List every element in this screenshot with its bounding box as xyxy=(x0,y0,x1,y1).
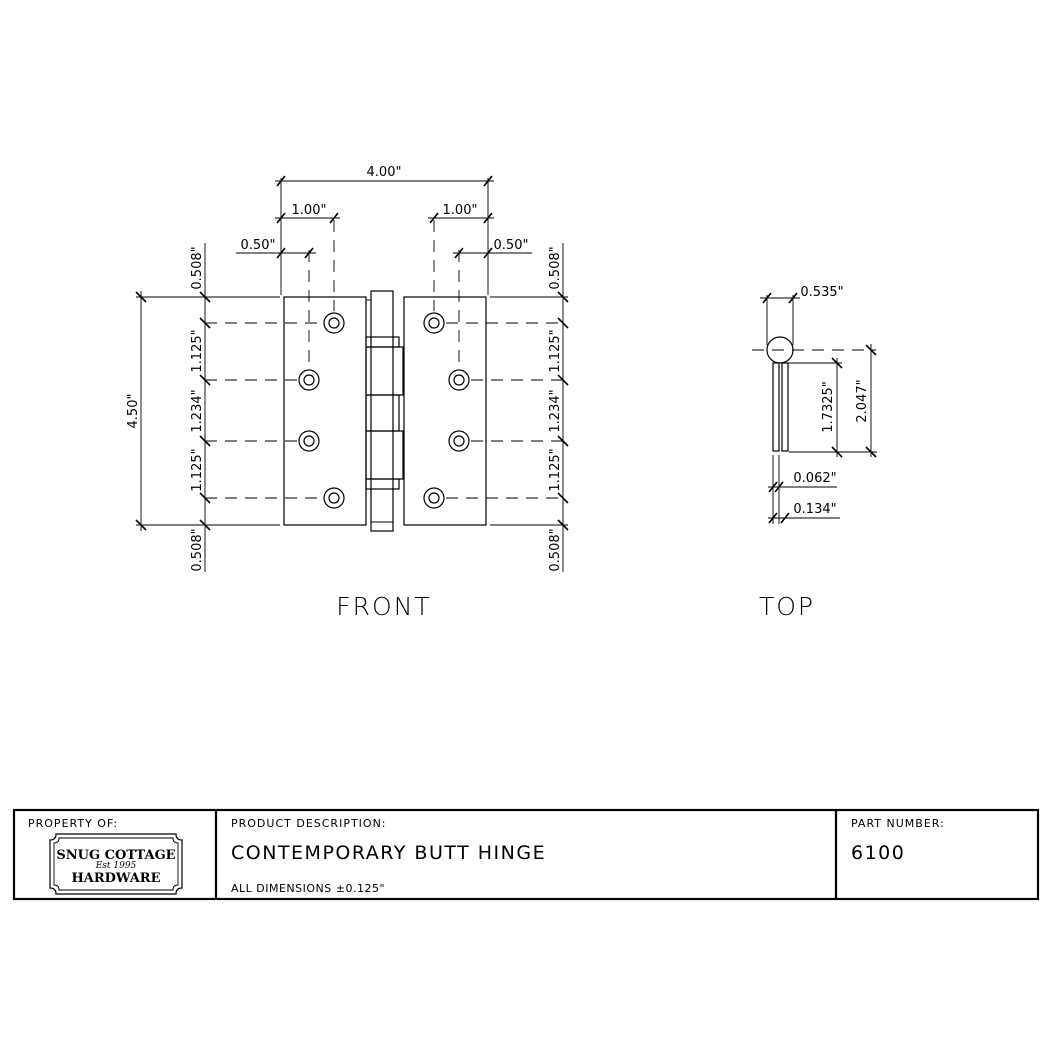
dim-right-chain-5: 0.508" xyxy=(548,528,563,571)
svg-text:HARDWARE: HARDWARE xyxy=(71,871,160,886)
description-label: PRODUCT DESCRIPTION: xyxy=(231,817,387,830)
extension-lines xyxy=(136,178,568,526)
dim-left-chain-2: 1.125" xyxy=(190,329,205,372)
left-leaf xyxy=(283,296,367,526)
part-number: 6100 xyxy=(851,842,905,864)
screw-hole xyxy=(298,369,320,391)
front-view: 4.00" 1.00" 1.00" 0.50" 0.50" 4.50" 0.50… xyxy=(126,165,569,621)
dim-closed-thickness: 0.134" xyxy=(793,502,836,517)
right-leaf xyxy=(403,296,487,526)
top-dimension-lines xyxy=(236,175,532,259)
dim-edge-offset-right: 0.50" xyxy=(494,238,529,253)
dim-overall-width: 4.00" xyxy=(367,165,402,180)
title-block: PROPERTY OF: SNUG COTTAGE Est 1995 HARDW… xyxy=(12,808,1040,901)
leaf-right xyxy=(781,362,789,452)
snug-cottage-logo: SNUG COTTAGE Est 1995 HARDWARE xyxy=(49,833,183,895)
screw-hole xyxy=(423,487,445,509)
hole-vertical-lines xyxy=(308,220,460,368)
screw-hole xyxy=(323,312,345,334)
dim-leaf-thickness: 0.062" xyxy=(793,471,836,486)
dim-right-chain-1: 0.508" xyxy=(548,246,563,289)
dim-hole-offset-left: 1.00" xyxy=(292,203,327,218)
left-dimension-lines xyxy=(135,243,211,572)
svg-text:Est 1995: Est 1995 xyxy=(95,861,137,871)
top-view-label: TOP xyxy=(759,592,815,621)
dim-overall-height: 4.50" xyxy=(126,394,141,429)
dim-edge-offset-left: 0.50" xyxy=(241,238,276,253)
dim-left-chain-3: 1.234" xyxy=(190,389,205,432)
leaf-left xyxy=(772,362,780,452)
part-number-label: PART NUMBER: xyxy=(851,817,945,830)
dim-right-chain-2: 1.125" xyxy=(548,329,563,372)
dim-left-chain-1: 0.508" xyxy=(190,246,205,289)
product-description: CONTEMPORARY BUTT HINGE xyxy=(231,842,546,864)
svg-text:SNUG COTTAGE: SNUG COTTAGE xyxy=(56,848,175,863)
dim-leaf-length: 1.7325" xyxy=(821,381,836,432)
dim-left-chain-4: 1.125" xyxy=(190,448,205,491)
screw-holes xyxy=(298,312,470,509)
front-view-label: FRONT xyxy=(336,592,431,621)
hole-center-lines xyxy=(205,322,566,499)
screw-hole xyxy=(423,312,445,334)
screw-hole xyxy=(298,430,320,452)
dim-left-chain-5: 0.508" xyxy=(190,528,205,571)
screw-hole xyxy=(448,430,470,452)
dim-hole-offset-right: 1.00" xyxy=(443,203,478,218)
dim-right-chain-3: 1.234" xyxy=(548,389,563,432)
right-dimension-lines xyxy=(557,243,569,572)
tolerance-note: ALL DIMENSIONS ±0.125" xyxy=(231,882,385,895)
knuckle-barrel xyxy=(365,290,404,532)
dim-open-width: 2.047" xyxy=(855,379,870,422)
property-label: PROPERTY OF: xyxy=(28,817,118,830)
screw-hole xyxy=(448,369,470,391)
screw-hole xyxy=(323,487,345,509)
top-view: 0.535" 1.7325" 2.047" 0.062" 0.134" TOP xyxy=(752,285,877,621)
dim-right-chain-4: 1.125" xyxy=(548,448,563,491)
dim-knuckle-diameter: 0.535" xyxy=(800,285,843,300)
